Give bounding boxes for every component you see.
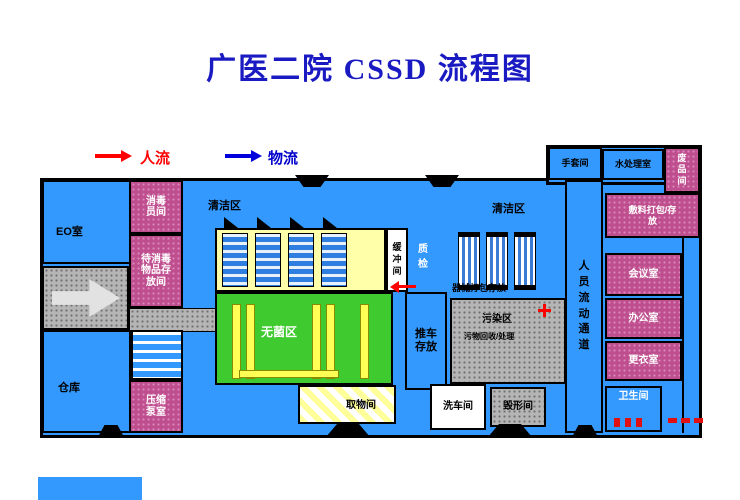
washer-icon (255, 233, 281, 287)
room-cart-wash: 洗车间 (430, 384, 486, 430)
people-flow-entry-arrow-icon (390, 281, 416, 293)
room-office: 办公室 (605, 298, 682, 339)
shelf-rack-icon (239, 370, 339, 378)
room-label: 废品间 (677, 153, 687, 186)
people-flow-arrow-icon (95, 150, 135, 162)
shelf-rack-icon (360, 304, 369, 379)
room-label: 人员流动通道 (578, 259, 590, 352)
entrance-passage (129, 308, 229, 332)
clean-area-left-label: 清洁区 (208, 200, 241, 212)
page-title: 广医二院 CSSD 流程图 (206, 53, 534, 86)
entrance-arrow-icon (52, 279, 120, 317)
shelf-rack-icon (312, 304, 321, 379)
room-label: 更衣室 (628, 355, 659, 367)
shelf-rack-icon (326, 304, 335, 379)
room-pending-disinfection-storage: 待消毒物品存放间 (129, 234, 183, 308)
door-swing-icon (224, 217, 238, 228)
material-flow-label: 物流 (268, 150, 299, 167)
room-label: 仓库 (58, 382, 80, 394)
door-swing-icon (323, 217, 337, 228)
door-icon (98, 425, 124, 437)
room-label: 压缩泵室 (146, 395, 166, 418)
room-label: 手套间 (561, 158, 589, 169)
room-cart-storage: 推车存放 (405, 292, 447, 390)
door-icon (572, 425, 598, 437)
staircase (131, 330, 183, 380)
room-sterile-area: 无菌区 (215, 292, 393, 385)
washer-icon (321, 233, 347, 287)
quality-check-label: 质检 (418, 244, 428, 270)
room-disinfection-staff: 消毒员间 (129, 180, 183, 234)
room-destruction: 毁形间 (490, 387, 546, 427)
room-label: 缓冲间 (392, 242, 402, 276)
room-eo: EO室 (42, 180, 131, 264)
room-label: 洗车间 (443, 401, 473, 413)
room-personnel-passage: 人员流动通道 (565, 180, 603, 433)
room-label: 办公室 (628, 312, 659, 324)
floor-plan: EO室 消毒员间 待消毒物品存放间 仓库 压缩泵室 清洁区 无菌区 (40, 145, 703, 438)
room-label: 无菌区 (261, 325, 298, 339)
door-icon (425, 175, 459, 187)
room-label: 取物间 (346, 400, 376, 411)
room-label: 水处理室 (614, 159, 651, 170)
room-label: 消毒员间 (146, 195, 166, 219)
double-door-icon (326, 424, 370, 437)
washbasin-icons (668, 418, 703, 423)
sterilizer-icon (486, 232, 508, 290)
room-label: EO室 (56, 226, 83, 238)
corridor-wall (682, 238, 684, 433)
clean-area-right-label: 清洁区 (492, 203, 525, 215)
waste-recycle-label: 污物回收/处理 (464, 332, 515, 341)
door-swing-icon (257, 217, 271, 228)
sterilizer-icon (514, 232, 536, 290)
room-label: 毁形间 (503, 401, 533, 413)
people-flow-label: 人流 (140, 150, 171, 167)
room-label: 卫生间 (618, 391, 649, 402)
entrance-corridor (42, 266, 129, 330)
room-label: 待消毒物品存放间 (141, 253, 171, 288)
room-dressing-packing: 敷料打包/存放 (605, 193, 700, 238)
room-scrap: 废品间 (664, 147, 700, 193)
sterilizer-icon (458, 232, 480, 290)
door-swing-icon (290, 217, 304, 228)
shelf-rack-icon (246, 304, 255, 379)
red-cross-icon (538, 304, 551, 317)
room-meeting: 会议室 (605, 253, 682, 296)
room-glove: 手套间 (548, 147, 602, 180)
toilet-fixture-icons (614, 418, 642, 427)
room-water-treatment: 水处理室 (602, 149, 664, 180)
room-pickup: 取物间 (298, 385, 396, 424)
room-label: 会议室 (628, 268, 659, 280)
room-compression-pump: 压缩泵室 (129, 380, 183, 433)
washer-icon (288, 233, 314, 287)
washer-icon (222, 233, 248, 287)
double-door-icon (488, 424, 532, 437)
shelf-rack-icon (232, 304, 241, 379)
door-icon (295, 175, 329, 187)
partial-blue-shape (38, 477, 142, 500)
room-changing: 更衣室 (605, 341, 682, 381)
material-flow-arrow-icon (225, 150, 265, 162)
room-label: 推车存放 (415, 328, 437, 353)
room-toilet: 卫生间 (605, 386, 662, 432)
room-warehouse: 仓库 (42, 330, 131, 433)
room-label: 敷料打包/存放 (628, 205, 677, 226)
instrument-packing-label: 器械打包存放 (452, 283, 507, 293)
room-contaminated-area: 污染区 污物回收/处理 (450, 298, 566, 384)
room-label: 污染区 (482, 314, 512, 325)
